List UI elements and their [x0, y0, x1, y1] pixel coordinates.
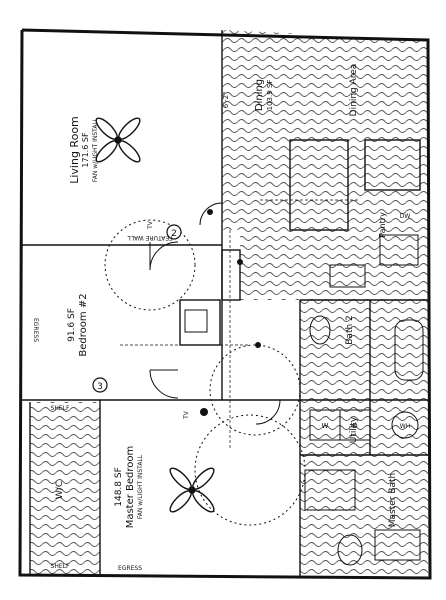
tag-2-label: 2 [171, 229, 177, 239]
misc-labels: FEATURE WALL EGRESS EGRESS SHELF SHELF T… [32, 92, 410, 572]
dimension-label: 6'-2" [222, 92, 230, 109]
dining-area: 103.9 SF [266, 80, 274, 111]
master-bedroom-fan-icon [169, 467, 215, 513]
feature-wall-label: FEATURE WALL [127, 234, 173, 241]
living-room-fan-icon [95, 117, 141, 163]
shelf-label-2: SHELF [51, 563, 70, 570]
circuit-lines [120, 199, 360, 450]
tag-3-label: 3 [97, 382, 103, 392]
kitchen-sink-icon [379, 234, 419, 266]
inner-wall-lines [22, 30, 428, 578]
shelf-label: SHELF [51, 405, 70, 412]
bedroom2-name: Bedroom #2 [78, 293, 89, 356]
toilet-icon [309, 315, 331, 345]
egress-label: EGRESS [32, 318, 39, 342]
master-bath-name: Master Bath [388, 473, 398, 528]
fixtures [184, 234, 424, 566]
electrical-outlets [200, 209, 261, 416]
tag-2: 2 [166, 224, 182, 240]
master-toilet-icon [337, 534, 363, 566]
pantry-name: Pantry [378, 212, 387, 238]
living-room-name: Living Room [68, 116, 81, 184]
kitchen-name: Dining Area [349, 64, 359, 117]
bathtub-icon [394, 319, 424, 381]
utility-name: Utility [349, 416, 359, 443]
egress-label-2: EGRESS [118, 565, 142, 572]
door-swings [149, 202, 281, 425]
living-room-note: FAN w/LIGHT INSTALL [92, 117, 99, 182]
living-room-area: 171.6 SF [81, 132, 90, 168]
wic-name: W/C [55, 481, 65, 499]
outer-walls [18, 28, 432, 580]
room-labels: Living Room 171.6 SF FAN w/LIGHT INSTALL… [55, 64, 398, 529]
bath2-name: Bath 2 [345, 315, 355, 345]
dryer-label: D [352, 422, 357, 430]
dw-label: DW [400, 213, 411, 220]
appliance-icon [184, 309, 208, 333]
washer-label: W [322, 422, 329, 430]
tv-label: TV [147, 220, 154, 230]
vanity-icon [329, 264, 366, 288]
shower-icon [304, 469, 356, 511]
master-bedroom-name: Master Bedroom [125, 446, 136, 529]
hatched-floor [30, 30, 428, 575]
master-bedroom-area: 148.8 SF [114, 467, 124, 507]
wh-label: WH [400, 423, 410, 430]
water-heater-icon [391, 411, 419, 439]
dining-name: Dining [254, 79, 265, 111]
tag-3: 3 [92, 377, 108, 393]
bedroom2-area: 91.6 SF [67, 308, 77, 342]
tv-label-2: TV [183, 410, 190, 420]
wic-hatch [30, 402, 100, 574]
dryer-icon [339, 409, 371, 441]
master-vanity-icon [374, 529, 421, 561]
master-bedroom-note: FAN w/LIGHT INSTALL [137, 454, 144, 519]
